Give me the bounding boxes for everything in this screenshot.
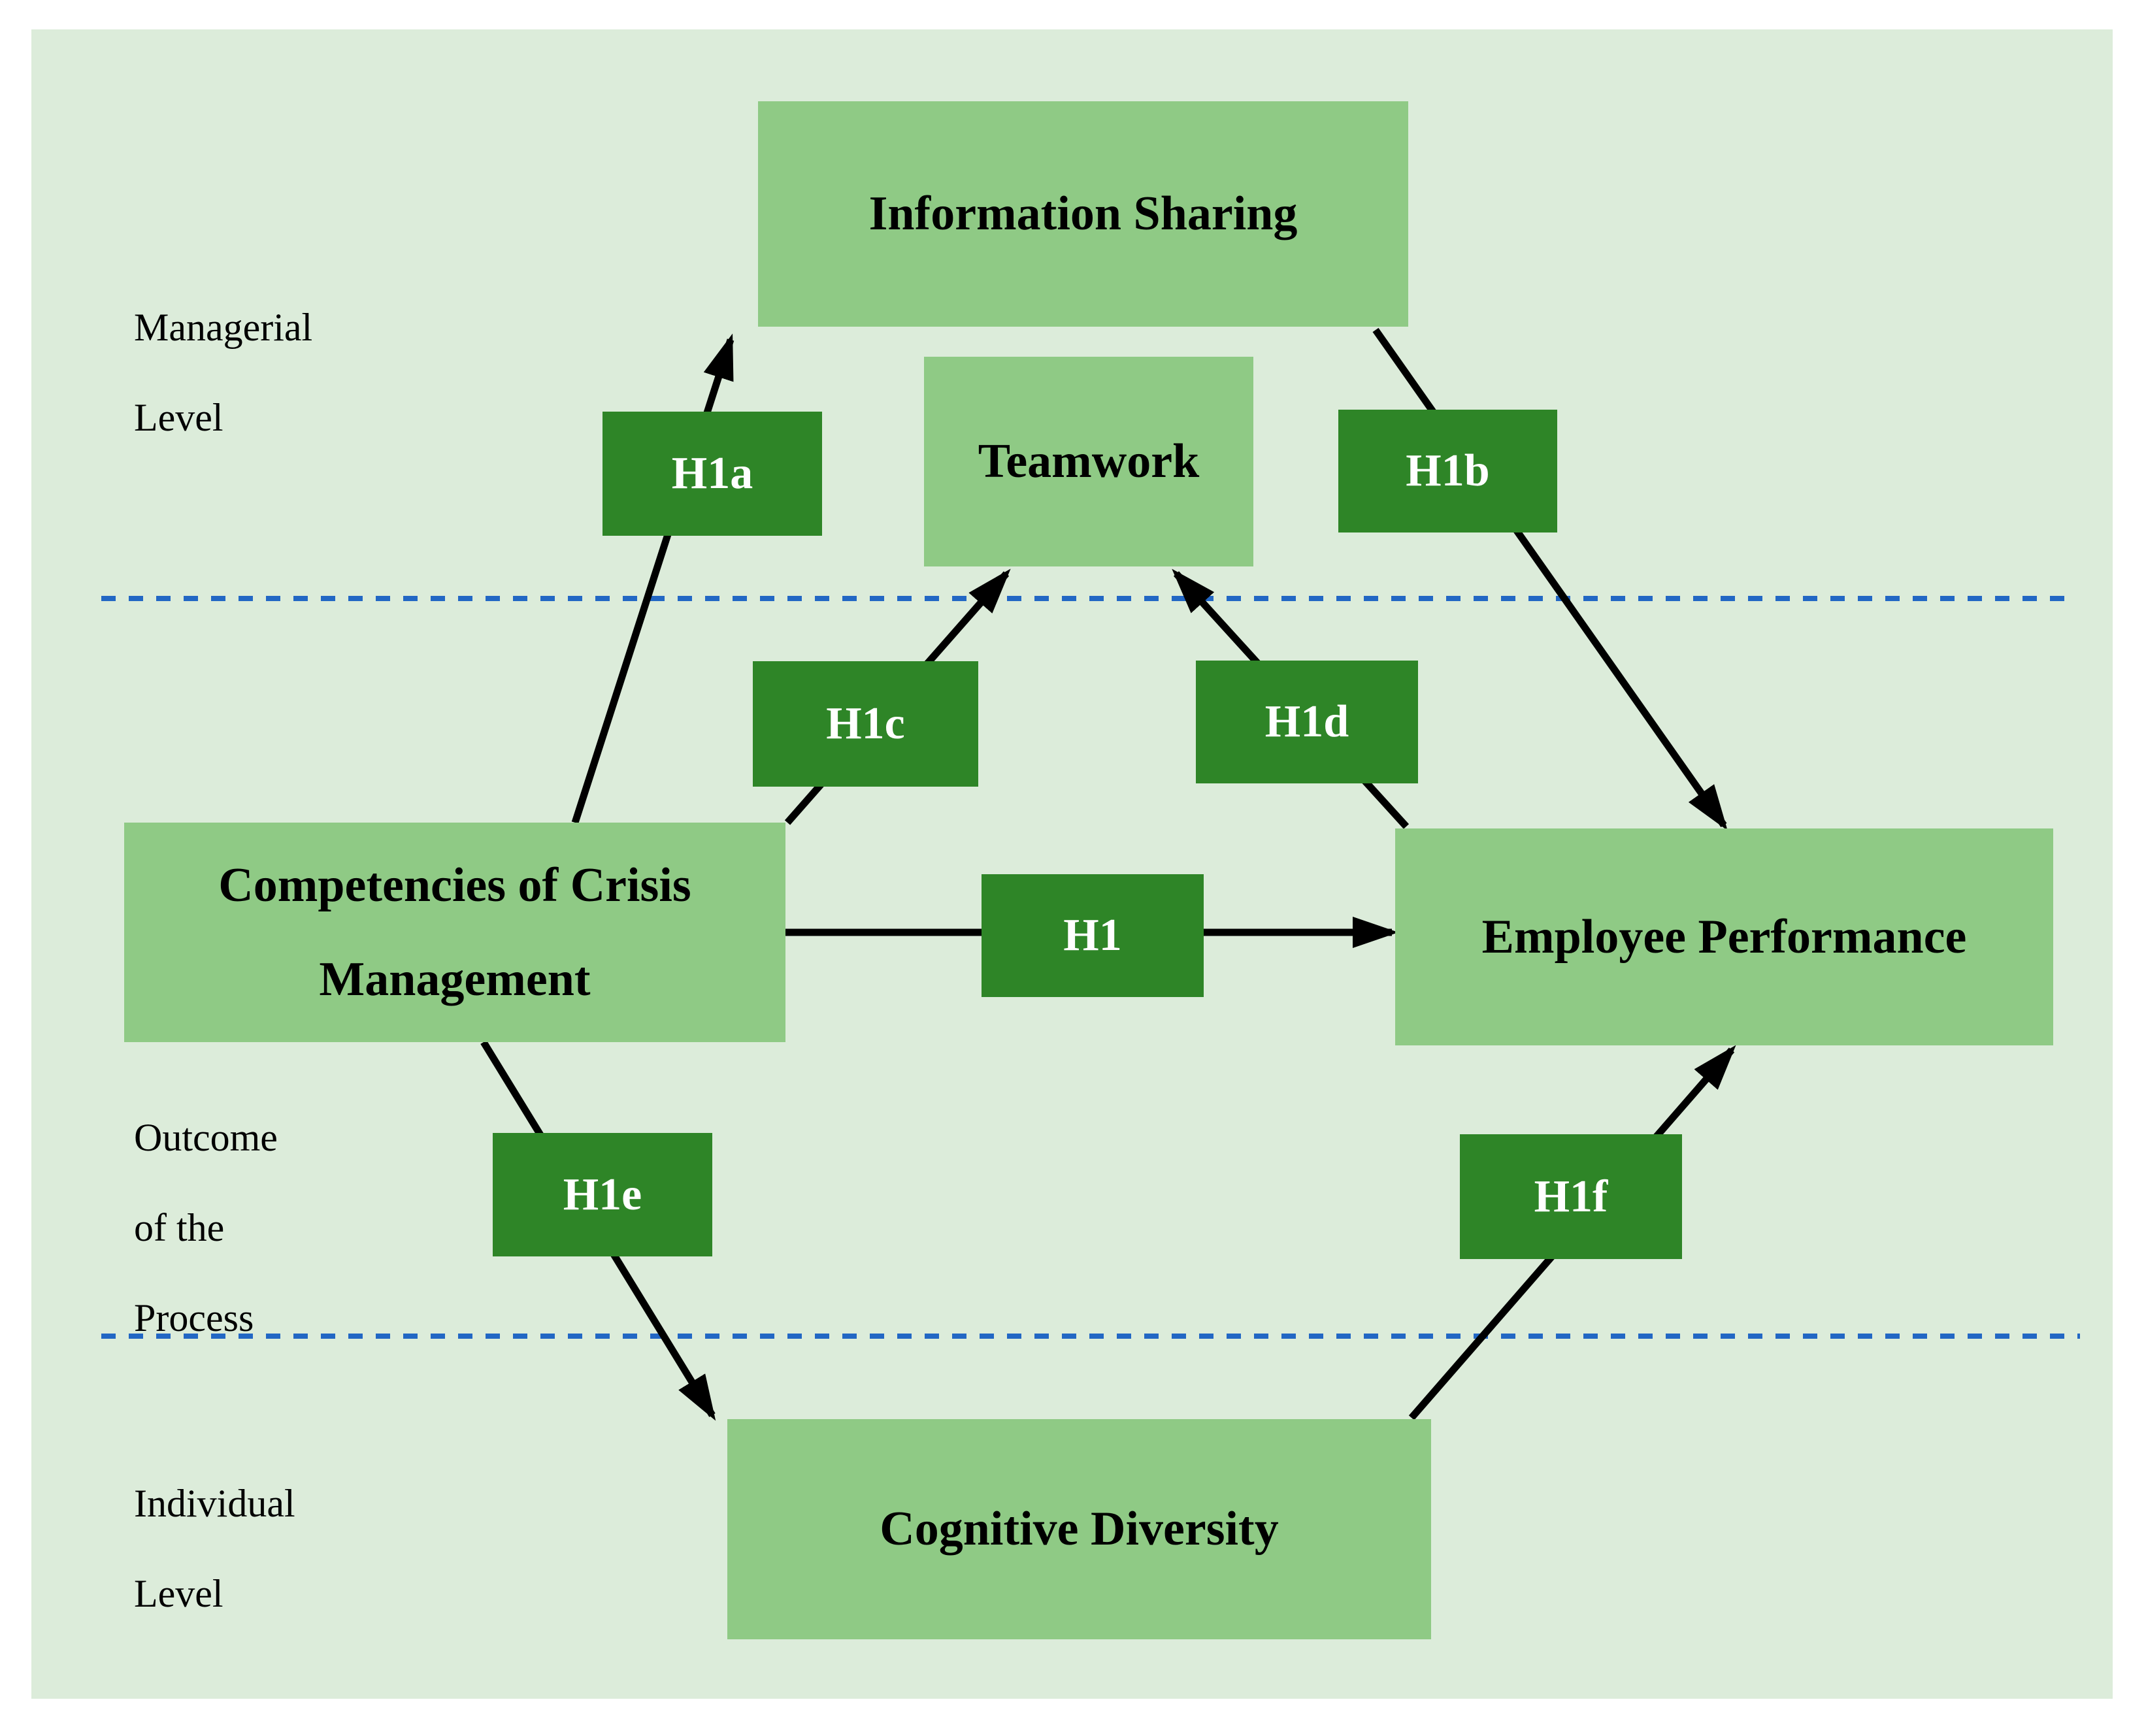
concept-box-employee-performance: Employee Performance	[1395, 828, 2053, 1045]
level-label-line: Process	[134, 1296, 254, 1339]
hypothesis-label: H1a	[671, 448, 753, 499]
level-label-line: Level	[134, 1572, 223, 1615]
hypothesis-label: H1f	[1534, 1171, 1608, 1222]
hypothesis-label: H1b	[1406, 446, 1490, 496]
hypothesis-box-h1a: H1a	[603, 412, 822, 536]
concept-label: Competencies of Crisis	[218, 858, 691, 912]
hypothesis-box-h1f: H1f	[1460, 1134, 1682, 1259]
hypothesis-box-h1d: H1d	[1196, 661, 1418, 783]
level-label-line: Managerial	[134, 306, 313, 349]
concept-box-information-sharing: Information Sharing	[758, 101, 1408, 327]
hypothesis-box-h1c: H1c	[753, 661, 978, 787]
concept-label: Cognitive Diversity	[880, 1502, 1279, 1556]
concept-label: Information Sharing	[868, 187, 1298, 241]
concept-label: Employee Performance	[1481, 909, 1967, 964]
hypothesis-label: H1c	[826, 698, 905, 749]
hypothesis-label: H1	[1063, 910, 1122, 960]
concept-label: Teamwork	[978, 434, 1200, 489]
hypothesis-box-h1b: H1b	[1338, 410, 1557, 532]
hypothesis-label: H1d	[1264, 696, 1349, 747]
hypothesis-box-h1: H1	[982, 874, 1204, 997]
hypothesis-label: H1e	[563, 1169, 642, 1220]
level-label-line: Individual	[134, 1482, 295, 1525]
level-label-line: of the	[134, 1206, 225, 1249]
concept-box-teamwork: Teamwork	[924, 357, 1253, 566]
level-label-line: Level	[134, 396, 223, 439]
level-label-line: Outcome	[134, 1116, 278, 1159]
concept-label: Management	[319, 953, 591, 1006]
hypothesis-box-h1e: H1e	[493, 1133, 712, 1256]
concept-box-cognitive-diversity: Cognitive Diversity	[727, 1419, 1431, 1639]
